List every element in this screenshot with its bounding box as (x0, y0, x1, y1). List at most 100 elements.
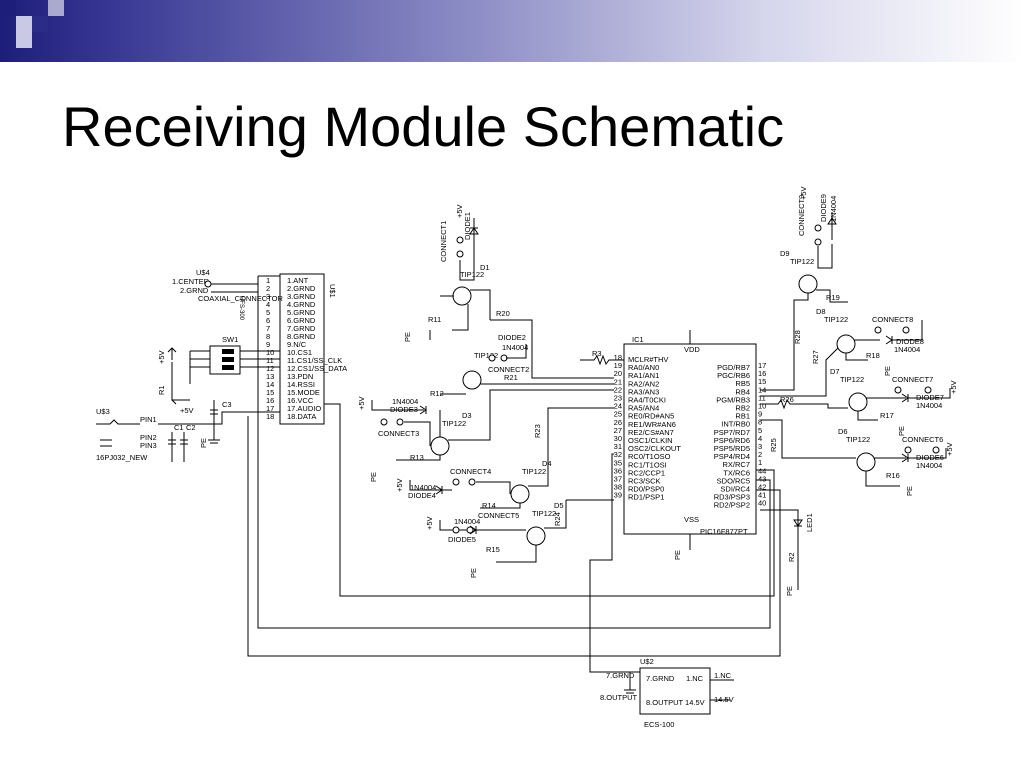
pin-label: 43 (758, 474, 766, 483)
d5-label: D5 (554, 501, 564, 510)
pin-label: 24 (614, 402, 622, 411)
tip-label: TIP122 (840, 375, 864, 384)
tip-label: TIP122 (442, 419, 466, 428)
pin-label: RE1/WR#AN6 (628, 420, 676, 429)
wire (211, 283, 258, 293)
pin-label: 15 (758, 377, 766, 386)
c3-label: C3 (222, 400, 232, 409)
pin-number: 7 (266, 324, 270, 333)
pin-label: RC0/T1OSO (628, 452, 671, 461)
pin-label: 5 (758, 426, 762, 435)
switch-lever (222, 349, 234, 354)
audio-jack: U$3 PIN1 PIN2 PIN3 16PJ032_NEW +5V C1 C2… (96, 400, 280, 462)
pin-label: 10 (758, 402, 766, 411)
pin-label: RC2/CCP1 (628, 468, 665, 477)
transistor (452, 286, 472, 306)
regulator-body (639, 667, 711, 715)
capacitor (208, 400, 220, 444)
pin-label: RA0/AN0 (628, 363, 659, 372)
pin-label: 31 (614, 442, 622, 451)
pin-label: RA4/T0CKI (628, 396, 666, 405)
pin-label: 1.ANT (287, 276, 309, 285)
pin-label: 40 (758, 499, 766, 508)
vplus-label: +5V (949, 380, 958, 394)
r3-label: R3 (592, 349, 602, 358)
pe-label: PE (199, 438, 208, 448)
pin-label: 18.DATA (287, 412, 316, 421)
terminal (874, 326, 882, 334)
pin-number: 15 (266, 388, 274, 397)
pin-label: PSP4/RD4 (714, 452, 750, 461)
pin-label: OSC1/CLKIN (628, 436, 673, 445)
diode-part: 1N4004 (392, 397, 418, 406)
pin-number: 17 (266, 404, 274, 413)
transistor (430, 436, 450, 456)
mcu-vss: VSS (684, 515, 699, 524)
r2-label: R2 (787, 552, 796, 562)
vplus-label: +5V (945, 442, 954, 456)
pin-label: RD3/PSP3 (714, 493, 750, 502)
pin-label: PSP5/RD5 (714, 444, 750, 453)
pin-label: 9 (758, 410, 762, 419)
regulator-name: ECS-100 (644, 720, 674, 729)
pin-label: 13.PDN (287, 372, 313, 381)
regulator-ref: U$2 (640, 657, 654, 666)
coax-ref: U$4 (196, 268, 210, 277)
regulator: U$2 7.GRND 8.OUTPUT 7.GRND 1.NC 8.OUTPUT… (600, 657, 734, 729)
transistor (798, 274, 818, 294)
vplus-label: +5V (395, 478, 404, 492)
pin-label: 20 (614, 369, 622, 378)
terminal (466, 526, 474, 534)
pin-number: 9 (266, 340, 270, 349)
pin-label: MCLR#THV (628, 355, 668, 364)
vplus-label: +5V (425, 516, 434, 530)
decor-square-dark (0, 0, 16, 16)
transistor (526, 526, 546, 546)
connect7-label: CONNECT7 (892, 375, 933, 384)
pin-label: PSP6/RD6 (714, 436, 750, 445)
pin-label: RB1 (735, 412, 750, 421)
pin-label: RC1/T1OSI (628, 460, 667, 469)
diode (371, 400, 427, 415)
pin-label: TX/RC6 (723, 468, 750, 477)
pin-label: 37 (614, 475, 622, 484)
pin-number: 3 (266, 292, 270, 301)
pin-label: 16.VCC (287, 396, 314, 405)
coax-symbol (204, 280, 212, 288)
transistor (462, 370, 482, 390)
regulator-in-out: 8.OUTPUT (600, 693, 638, 702)
r16-label: R16 (886, 471, 900, 480)
connect9-label: CONNECT9 (797, 195, 806, 236)
diode-part: 1N4004 (916, 401, 942, 410)
resistor-r3: R3 (580, 349, 624, 366)
bus-wire (589, 453, 640, 673)
decor-square-white (48, 0, 64, 16)
pin-number: 12 (266, 364, 274, 373)
terminal (452, 526, 460, 534)
resistor (580, 354, 624, 366)
connect4-label: CONNECT4 (450, 467, 491, 476)
wire (624, 672, 734, 701)
pin-label: PGD/RB7 (717, 363, 750, 372)
pin-label: RA2/AN2 (628, 379, 659, 388)
r24-label: R24 (553, 512, 562, 526)
wire (476, 407, 614, 509)
driver-d1: CONNECT1 DIODE1 +5V D1 TIP122 R11 PE R20 (403, 204, 614, 379)
pin-number: 5 (266, 308, 270, 317)
pin-label: 27 (614, 426, 622, 435)
diode4-label: DIODE4 (408, 491, 436, 500)
vplus-label: +5V (799, 186, 808, 200)
pin-label: 10.CS1 (287, 348, 312, 357)
rf-module-part: HFS-300 (238, 296, 244, 321)
connect5-label: CONNECT5 (478, 511, 519, 520)
status-led: LED1 R2 PE (760, 509, 814, 596)
pin-label: PGM/RB3 (716, 395, 750, 404)
pin-label: 3.GRND (287, 292, 316, 301)
pe-label: PE (785, 586, 794, 596)
